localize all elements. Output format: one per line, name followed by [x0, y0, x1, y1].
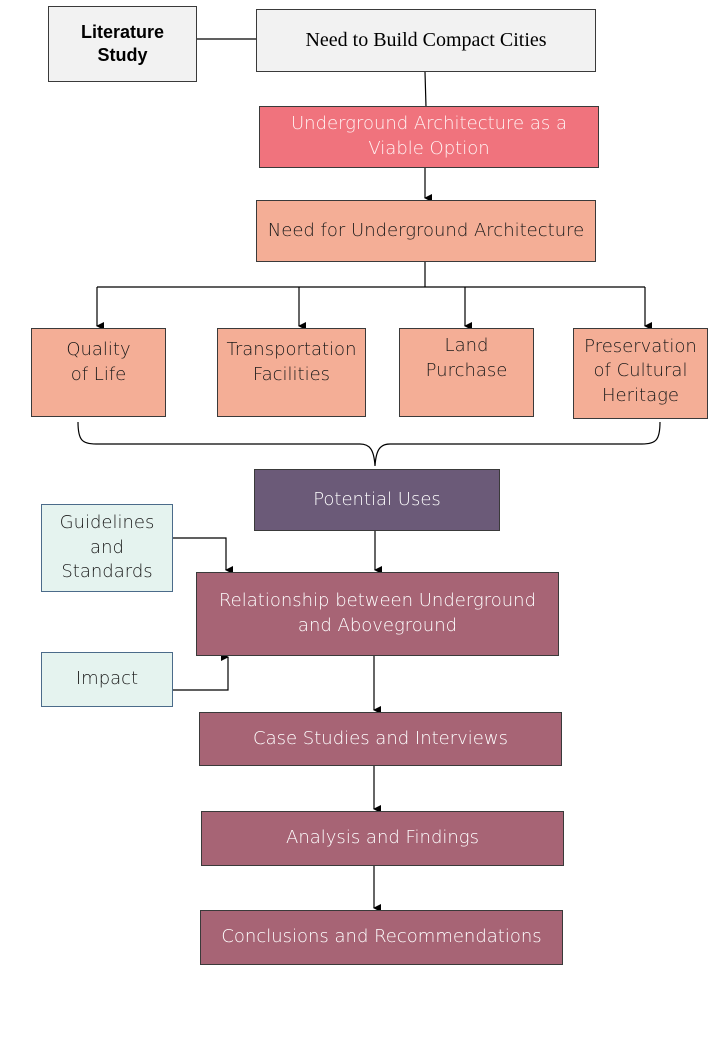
- need-cultural-heritage: Preservation of Cultural Heritage: [573, 328, 708, 419]
- guidelines-arrow: [172, 537, 233, 574]
- impact-box: Impact: [41, 652, 173, 707]
- conclusions-box: Conclusions and Recommendations: [200, 910, 563, 965]
- need-underground-box: Need for Underground Architecture: [256, 200, 596, 262]
- need-land-purchase: Land Purchase: [399, 328, 534, 417]
- relationship-box: Relationship between Underground and Abo…: [196, 572, 559, 656]
- guidelines-standards-box: Guidelines and Standards: [41, 504, 173, 592]
- impact-arrow: [172, 653, 229, 691]
- grouping-brace: [77, 421, 661, 467]
- case-studies-box: Case Studies and Interviews: [199, 712, 562, 766]
- need-transportation: Transportation Facilities: [217, 328, 366, 417]
- viable-option-box: Underground Architecture as a Viable Opt…: [259, 106, 599, 168]
- potential-uses-box: Potential Uses: [254, 469, 500, 531]
- need-quality-of-life: Quality of Life: [31, 328, 166, 417]
- literature-study-box: Literature Study: [48, 6, 197, 82]
- compact-cities-box: Need to Build Compact Cities: [256, 9, 596, 72]
- analysis-findings-box: Analysis and Findings: [201, 811, 564, 866]
- compact-to-viable-line: [424, 71, 427, 108]
